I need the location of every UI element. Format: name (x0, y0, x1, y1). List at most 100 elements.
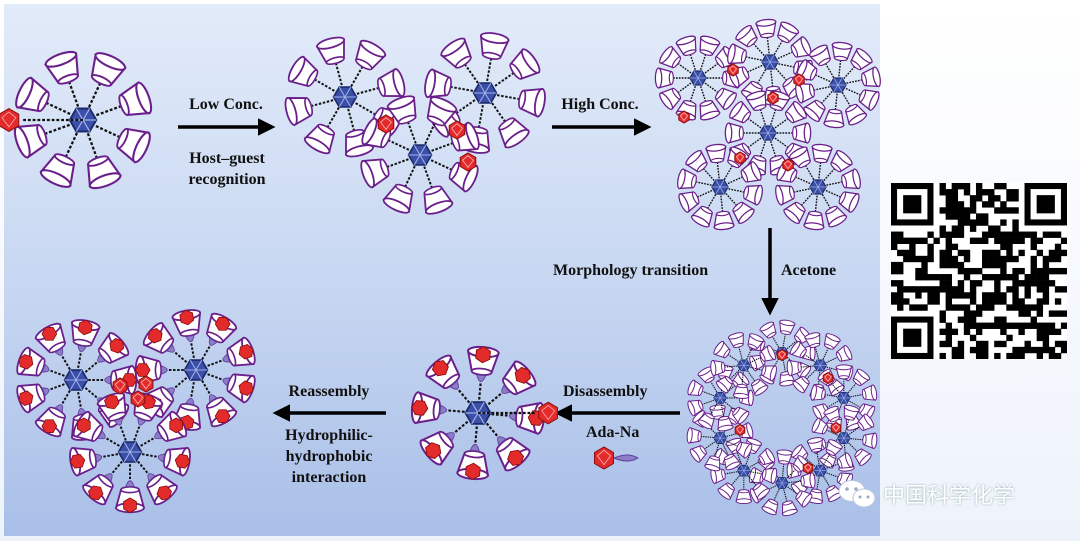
cyclodextrin-cup (724, 122, 744, 144)
guest-molecule (830, 421, 842, 435)
cyclodextrin-cup (854, 448, 872, 466)
cyclodextrin-cup (761, 467, 778, 485)
cyclodextrin-cup (761, 365, 777, 382)
cyclodextrin-cup (835, 344, 853, 362)
star-polymer (687, 364, 754, 432)
cyclodextrin-cup (81, 473, 114, 506)
label-disassembly: Disassembly (563, 383, 648, 400)
cyclodextrin-cup (713, 340, 731, 359)
cyclodextrin-cup (34, 404, 66, 438)
cyclodextrin-cup (713, 210, 735, 231)
star-polymer (410, 345, 559, 481)
cyclodextrin-cup (782, 500, 799, 517)
guest-molecule (734, 151, 746, 165)
guest-molecule (138, 375, 154, 393)
cyclodextrin-cup (675, 35, 697, 56)
cyclodextrin-cup (424, 68, 452, 99)
cyclodextrin-cup (795, 490, 813, 508)
cyclodextrin-cup (423, 185, 454, 215)
cyclodextrin-cup (779, 319, 796, 335)
label-acetone: Acetone (781, 262, 837, 279)
cyclodextrin-cup (804, 332, 821, 348)
cyclodextrin-cup (858, 89, 880, 112)
label-ada-na: Ada-Na (586, 424, 640, 441)
cyclodextrin-cup (222, 336, 256, 367)
cyclodextrin-cup (495, 436, 531, 472)
cyclodextrin-cup (838, 191, 860, 214)
cyclodextrin-cup (717, 416, 734, 432)
cyclodextrin-cup (823, 108, 845, 129)
cyclodextrin-cup (284, 97, 314, 127)
cyclodextrin-cup (823, 405, 841, 423)
cyclodextrin-cup (732, 406, 750, 425)
cyclodextrin-cup (759, 344, 776, 362)
cyclodextrin-cup (704, 455, 721, 472)
guest-molecule (130, 390, 146, 408)
cyclodextrin-cup (410, 391, 448, 425)
cyclodextrin-cup (845, 103, 868, 126)
cyclodextrin-cup (811, 143, 833, 164)
cyclodextrin-cup (685, 150, 708, 173)
cyclodextrin-cup (678, 191, 700, 214)
cyclodextrin-cup (287, 55, 319, 87)
cyclodextrin-cup (15, 76, 50, 113)
label-hydrophilic: Hydrophilic-hydrophobic interaction (285, 427, 373, 486)
cyclodextrin-cup (800, 472, 816, 489)
cyclodextrin-cup (783, 201, 806, 224)
guest-molecule (678, 110, 690, 124)
cyclodextrin-cup (729, 100, 752, 124)
cyclodextrin-cup (784, 100, 807, 124)
cyclodextrin-cup (751, 378, 769, 396)
guest-molecule (727, 63, 739, 77)
cyclodextrin-cup (118, 81, 153, 116)
cyclodextrin-cup (16, 383, 50, 414)
cyclodextrin-cup (34, 322, 66, 356)
cyclodextrin-cup (732, 383, 750, 399)
cyclodextrin-cup (659, 87, 682, 111)
supramolecular-assemblies (0, 18, 881, 514)
cyclodextrin-cup (759, 321, 777, 339)
cyclodextrin-cup (705, 143, 727, 164)
qr-code (891, 183, 1067, 359)
cyclodextrin-cup (823, 333, 841, 350)
cyclodextrin-cup (825, 485, 843, 502)
cyclodextrin-cup (843, 404, 860, 421)
cyclodextrin-cup (154, 410, 188, 442)
star-polymer (69, 392, 191, 514)
cyclodextrin-cup (740, 160, 762, 183)
cyclodextrin-cup (735, 25, 758, 48)
label-host-guest: Host–guest recognition (188, 150, 266, 188)
guest-molecule (776, 348, 788, 362)
cyclodextrin-cup (745, 90, 767, 111)
cyclodextrin-cup (382, 183, 414, 214)
cyclodextrin-cup (830, 150, 853, 173)
cyclodextrin-cup (157, 446, 191, 477)
cyclodextrin-cup (116, 127, 151, 164)
cyclodextrin-cup (146, 473, 179, 506)
cyclodextrin-cup (825, 439, 843, 456)
guest-molecule (459, 152, 477, 172)
guest-molecule (0, 108, 20, 132)
cyclodextrin-cup (792, 122, 812, 144)
cyclodextrin-cup (747, 333, 765, 350)
cyclodextrin-cup (518, 87, 546, 118)
cyclodextrin-cup (509, 48, 541, 80)
cyclodextrin-cup (456, 443, 490, 481)
star-polymer (134, 309, 256, 431)
cyclodextrin-cup (419, 430, 455, 466)
cyclodextrin-cup (861, 384, 878, 401)
cyclodextrin-cup (386, 95, 417, 125)
cyclodextrin-cup (114, 480, 146, 514)
label-low-conc: Low Conc. (189, 96, 263, 113)
cyclodextrin-cup (376, 67, 406, 97)
cyclodextrin-cup (776, 449, 793, 465)
star-polymer (654, 35, 742, 121)
cyclodextrin-cup (743, 184, 763, 206)
cyclodextrin-cup (675, 100, 697, 121)
guest-molecule (734, 423, 746, 437)
star-polymer (0, 50, 153, 190)
cyclodextrin-cup (806, 437, 823, 453)
cyclodextrin-cup (810, 384, 826, 401)
